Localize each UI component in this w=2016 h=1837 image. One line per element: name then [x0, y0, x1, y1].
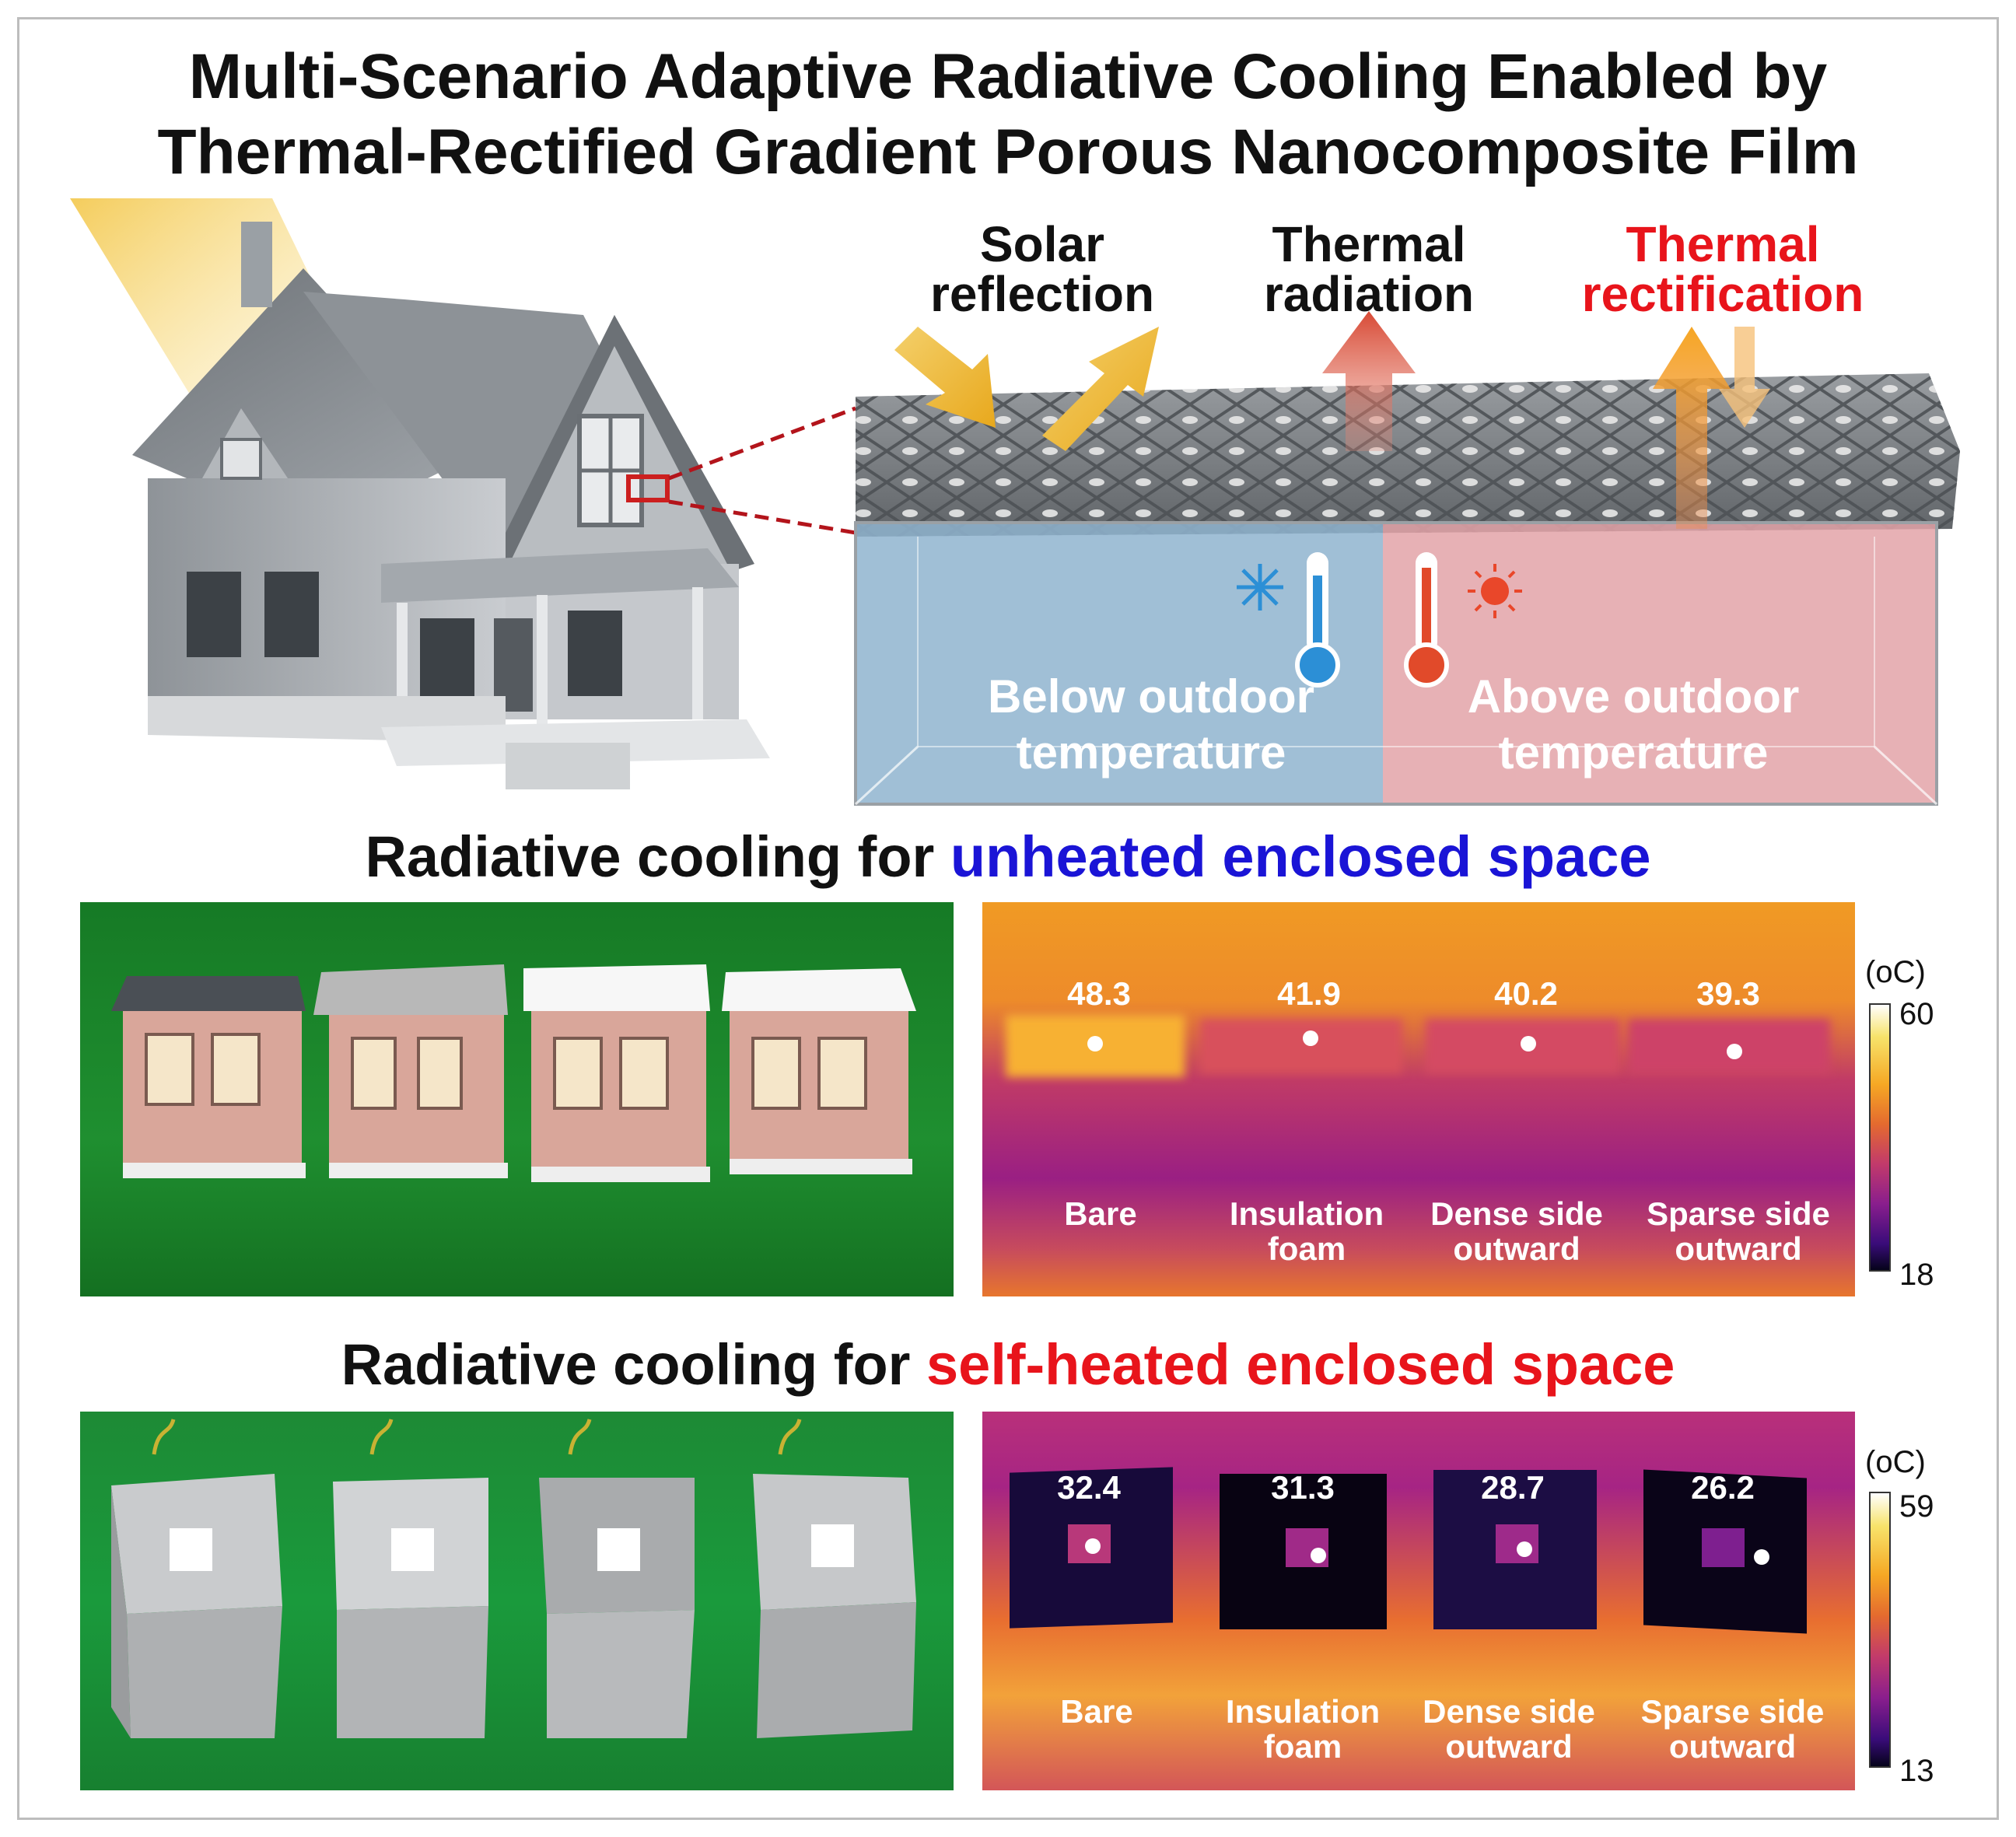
reading-2-bare: 32.4	[1057, 1469, 1121, 1506]
thermal-image-self-heated	[982, 1412, 1855, 1790]
highlight-box	[626, 474, 670, 502]
measure-point	[1727, 1044, 1742, 1059]
solar-reflected-arrow	[1042, 327, 1159, 451]
reading-1-sparse: 39.3	[1696, 975, 1760, 1012]
reading-1-bare: 48.3	[1067, 975, 1131, 1012]
foil-box-bare	[111, 1419, 282, 1738]
reading-2-sparse: 26.2	[1691, 1469, 1755, 1506]
reading-1-dense: 40.2	[1494, 975, 1558, 1012]
measure-point	[1303, 1030, 1318, 1046]
solar-incident-arrow	[894, 327, 996, 428]
colorbar-1-min: 18	[1899, 1258, 1934, 1292]
reading-2-foam: 31.3	[1271, 1469, 1335, 1506]
colorbar-2-unit: (oC)	[1865, 1445, 1926, 1479]
self-heated-boxes-photo	[80, 1412, 954, 1790]
label-thermal-rectification: Thermal rectification	[1581, 216, 1864, 322]
hot-box	[1383, 523, 1937, 804]
foil-box-sparse	[753, 1419, 916, 1738]
sun-icon	[1468, 564, 1522, 618]
unheated-houses-photo	[80, 902, 954, 1296]
cold-box-label: Below outdoor temperature	[988, 670, 1314, 779]
model-house-bare	[111, 976, 306, 1178]
film-box-diagram	[854, 311, 1960, 806]
measure-point	[1087, 1036, 1103, 1051]
colorbar-1-unit: (oC)	[1865, 955, 1926, 989]
section-2-title: Radiative cooling for self-heated enclos…	[341, 1332, 1675, 1397]
label-1-bare: Bare	[1064, 1195, 1137, 1232]
rectification-down-arrow	[1719, 327, 1770, 428]
snowflake-icon	[1237, 564, 1283, 611]
title-line-1: Multi-Scenario Adaptive Radiative Coolin…	[188, 41, 1828, 112]
foil-box-foam	[333, 1419, 488, 1738]
colorbar-2-min: 13	[1899, 1754, 1934, 1788]
rectification-up-arrow	[1653, 327, 1731, 529]
label-2-bare: Bare	[1060, 1693, 1133, 1730]
title-line-2: Thermal-Rectified Gradient Porous Nanoco…	[157, 117, 1859, 187]
colorbar-1-max: 60	[1899, 997, 1934, 1031]
thermometer-cold-icon	[1295, 552, 1340, 688]
measure-point	[1754, 1549, 1769, 1565]
house-illustration	[70, 198, 770, 789]
model-house-sparse	[722, 968, 916, 1174]
reading-2-dense: 28.7	[1481, 1469, 1545, 1506]
colorbar-1	[1869, 1003, 1891, 1272]
thermal-radiation-arrow	[1322, 311, 1416, 451]
thermometer-hot-icon	[1404, 552, 1449, 688]
section-1-title: Radiative cooling for unheated enclosed …	[365, 824, 1651, 889]
model-house-dense	[523, 964, 710, 1182]
foil-box-dense	[539, 1419, 695, 1738]
model-house-foam	[313, 964, 508, 1178]
measure-point	[1521, 1036, 1536, 1051]
measure-point	[1311, 1548, 1326, 1563]
label-thermal-radiation: Thermal radiation	[1263, 216, 1475, 322]
measure-point	[1085, 1538, 1101, 1554]
label-solar-reflection: Solar reflection	[929, 216, 1155, 322]
cold-box	[856, 523, 1383, 804]
reading-1-foam: 41.9	[1277, 975, 1341, 1012]
zoom-lines	[668, 406, 856, 535]
colorbar-2-max: 59	[1899, 1489, 1934, 1524]
measure-point	[1517, 1541, 1532, 1557]
colorbar-2	[1869, 1492, 1891, 1768]
hot-box-label: Above outdoor temperature	[1467, 670, 1800, 779]
